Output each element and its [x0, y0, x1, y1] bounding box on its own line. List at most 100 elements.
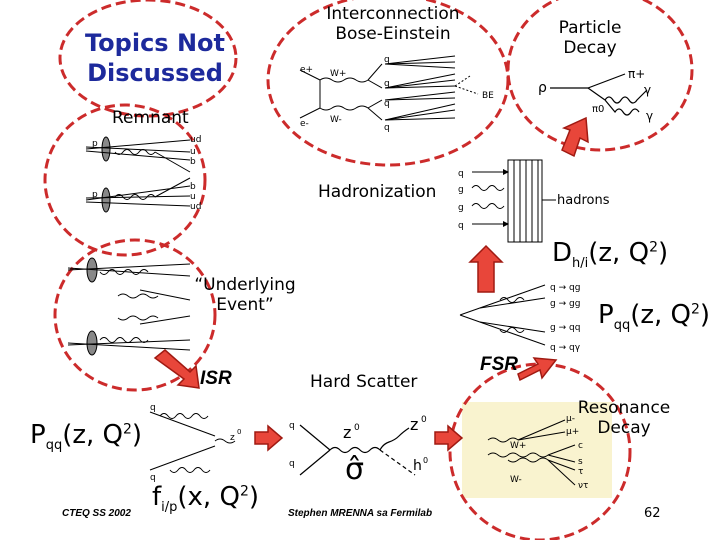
particle-decay-labels: ρ π+ γ π0 γ — [538, 67, 653, 123]
hs-q1: q — [289, 421, 295, 431]
be-q2: q — [384, 79, 390, 89]
res-s: s — [578, 457, 583, 467]
hadronization-labels: q g g q hadrons — [458, 169, 610, 231]
arrow-diag-isr — [153, 349, 200, 389]
hs-z0-sup: 0 — [354, 423, 360, 433]
resonance-decay-line-2: Decay — [597, 418, 651, 438]
particle-decay-line-2: Decay — [563, 38, 617, 58]
hs-z0-out: z — [410, 415, 418, 434]
underlying-event-label: “Underlying Event” — [185, 275, 305, 315]
remnant-label-ud1: ud — [190, 135, 201, 145]
page-title: Topics Not Discussed — [60, 28, 250, 88]
formula-p-qq-right-sq: 2 — [691, 301, 700, 318]
res-mu-minus: μ- — [566, 414, 575, 424]
circle-remnant — [43, 103, 207, 257]
formula-p-qq-left-sub: qq — [45, 438, 63, 454]
underlying-event-diagram — [67, 257, 191, 356]
res-nu-tau: ντ — [578, 481, 588, 491]
remnant-labels: ud u b b u ud p p — [92, 135, 201, 212]
arrow-diag-resonance — [517, 357, 558, 382]
formula-p-qq-right-close: ) — [699, 300, 711, 330]
formula-p-qq-right: Pqq(z, Q2) — [598, 300, 710, 333]
be-e-plus: e+ — [300, 65, 313, 75]
arrow-hard-to-resonance — [434, 424, 464, 452]
formula-p-qq-left-close: ) — [131, 420, 143, 450]
circle-particle-decay — [506, 0, 694, 152]
page-number: 62 — [644, 506, 661, 521]
dashed-circles — [43, 0, 694, 540]
isr-q-top: q — [150, 403, 156, 413]
interconnection-label: Interconnection Bose-Einstein — [318, 4, 468, 44]
isr-diagram — [149, 411, 236, 473]
resonance-highlight — [462, 402, 612, 498]
be-label: BE — [482, 91, 494, 101]
formula-f-ip-main: f — [152, 482, 162, 512]
split-g-gg: g → gg — [550, 299, 580, 309]
be-q1: q — [384, 55, 390, 65]
formula-f-ip-sub: i/p — [161, 500, 178, 516]
resonance-labels: μ- μ+ W+ W- c s τ ντ — [510, 414, 588, 491]
underlying-event-line-2: Event” — [216, 295, 274, 315]
be-w-minus: W- — [330, 115, 342, 125]
fsr-diagram — [459, 284, 546, 346]
formula-f-ip: fi/p(x, Q2) — [152, 482, 259, 515]
resonance-decay-label: Resonance Decay — [572, 398, 676, 438]
resonance-decay-line-1: Resonance — [577, 398, 671, 418]
page-title-line-2: Discussed — [87, 59, 223, 87]
formula-d-hi-sq: 2 — [649, 239, 658, 256]
res-tau: τ — [578, 467, 583, 477]
rho-label: ρ — [538, 80, 547, 96]
formula-p-qq-right-args: (z, Q — [630, 300, 691, 330]
res-mu-plus: μ+ — [566, 427, 579, 437]
resonance-diagram — [487, 419, 576, 486]
formula-d-hi-sub: h/i — [572, 256, 589, 272]
gamma-label-2: γ — [646, 109, 653, 123]
remnant-diagram — [85, 136, 191, 213]
formula-f-ip-close: ) — [248, 482, 260, 512]
had-q1: q — [458, 169, 464, 179]
be-w-plus: W+ — [330, 69, 346, 79]
hard-scatter-diagram — [299, 424, 416, 476]
hs-z0-out-sup: 0 — [421, 415, 427, 425]
res-w-minus: W- — [510, 475, 522, 485]
be-q4: q — [384, 123, 390, 133]
gamma-label-1: γ — [644, 83, 651, 97]
formula-p-qq-right-main: P — [598, 300, 614, 330]
hs-h0-sup: 0 — [423, 456, 428, 465]
be-labels: e+ e- W+ W- q q q q BE — [300, 55, 494, 133]
split-g-qq: g → qq — [550, 323, 580, 333]
isr-z0: z — [230, 433, 235, 443]
pi0-label: π0 — [592, 104, 604, 115]
underlying-event-line-1: “Underlying — [194, 275, 296, 295]
hs-q2: q — [289, 459, 295, 469]
fsr-label: FSR — [480, 354, 518, 375]
hs-z0: z — [343, 423, 351, 442]
remnant-label-ud2: ud — [190, 202, 201, 212]
hadronization-label: Hadronization — [318, 182, 437, 202]
formula-sigma-hat: σ̂ — [345, 452, 365, 487]
formula-d-hi: Dh/i(z, Q2) — [552, 238, 668, 271]
footer-left: CTEQ SS 2002 — [62, 508, 131, 519]
hadrons-label: hadrons — [557, 193, 610, 208]
particle-decay-label: Particle Decay — [545, 18, 635, 58]
remnant-label-u2: u — [190, 192, 196, 202]
remnant-label-u1: u — [190, 147, 196, 157]
isr-label: ISR — [200, 368, 232, 389]
hard-scatter-labels: q q z 0 z 0 h 0 — [289, 415, 428, 474]
footer-center: Stephen MRENNA sa Fermilab — [288, 508, 433, 519]
isr-labels: q q z 0 — [150, 403, 241, 483]
formula-f-ip-sq: 2 — [239, 483, 249, 500]
split-q-qgamma: q → qγ — [550, 343, 581, 353]
remnant-p-top: p — [92, 139, 98, 149]
formula-p-qq-left-main: P — [30, 420, 46, 450]
split-q-qg: q → qg — [550, 283, 580, 293]
remnant-label-b1: b — [190, 157, 196, 167]
isr-z0-sup: 0 — [237, 428, 241, 436]
circle-topics — [58, 0, 238, 118]
circle-underlying-event — [53, 238, 217, 392]
arrow-up-hadronization — [468, 244, 504, 293]
had-q2: q — [458, 221, 464, 231]
res-w-plus: W+ — [510, 441, 526, 451]
formula-p-qq-left-sq: 2 — [123, 421, 132, 438]
